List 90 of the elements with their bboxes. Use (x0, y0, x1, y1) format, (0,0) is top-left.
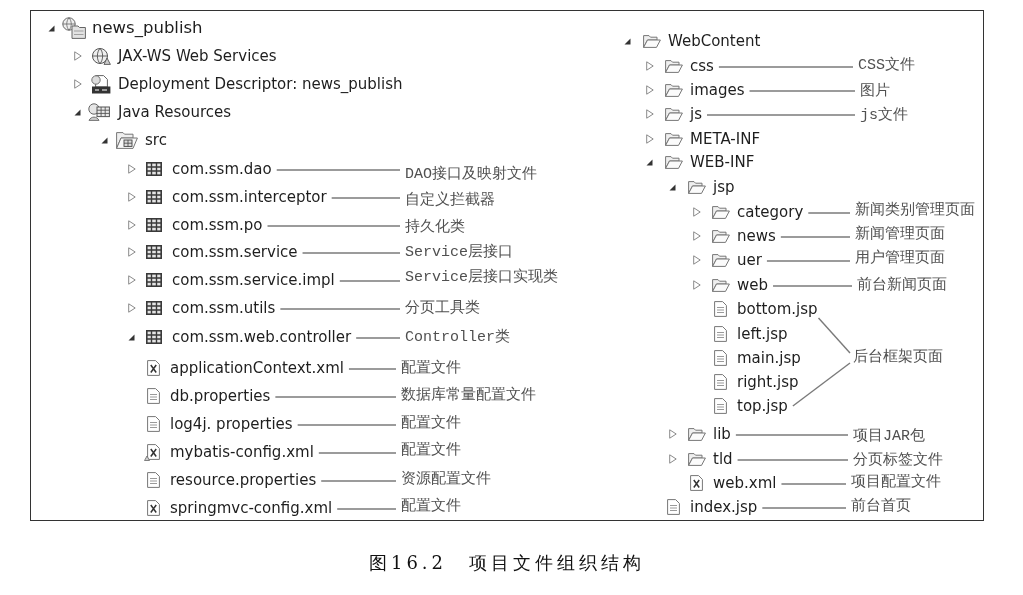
annotation: 数据库常量配置文件 (401, 386, 536, 406)
file-name: springmvc-config.xml (170, 498, 333, 518)
leader-line (274, 396, 397, 398)
annotation: Service层接口实现类 (405, 268, 558, 288)
folder-name: tld (713, 449, 733, 469)
file-name: resource.properties (170, 470, 317, 490)
annotation: DAO接口及映射文件 (405, 165, 537, 185)
file-name: web.xml (713, 473, 777, 493)
annotation: 配置文件 (401, 359, 461, 379)
package-name: com.ssm.interceptor (172, 187, 327, 207)
leader-line (330, 197, 401, 199)
annotation: 前台首页 (851, 497, 911, 517)
annotation: 前台新闻页面 (857, 276, 947, 296)
annotation: 图片 (860, 82, 890, 102)
file-name: log4j. properties (170, 414, 293, 434)
annotation: Service层接口 (405, 243, 513, 263)
annotation: 新闻管理页面 (855, 225, 945, 245)
folder-name: js (690, 104, 702, 124)
annotation: 后台框架页面 (853, 348, 943, 368)
folder-name: WebContent (668, 31, 761, 51)
folder-name: src (145, 130, 167, 150)
leader-line (706, 114, 856, 116)
annotation: Controller类 (405, 328, 510, 348)
leader-line (817, 317, 851, 354)
annotation: 自定义拦截器 (405, 191, 495, 211)
project-name: news_publish (92, 18, 203, 38)
package-name: com.ssm.utils (172, 298, 276, 318)
annotation: 分页标签文件 (853, 451, 943, 471)
annotation: 持久化类 (405, 218, 465, 238)
folder-name: css (690, 56, 714, 76)
leader-line (318, 452, 397, 454)
leader-line (336, 508, 397, 510)
annotation: 用户管理页面 (855, 249, 945, 269)
package-name: com.ssm.service (172, 242, 298, 262)
file-name: bottom.jsp (737, 299, 818, 319)
annotation: js文件 (860, 106, 908, 126)
annotation: 资源配置文件 (401, 470, 491, 490)
leader-line (266, 225, 401, 227)
annotation: 项目JAR包 (853, 427, 925, 447)
folder-name: uer (737, 250, 762, 270)
leader-line (276, 169, 401, 171)
package-name: com.ssm.dao (172, 159, 272, 179)
leader-line (772, 285, 853, 287)
tree-item-label: Deployment Descriptor: news_publish (118, 74, 403, 94)
folder-name: images (690, 80, 745, 100)
package-name: com.ssm.web.controller (172, 327, 352, 347)
file-name: index.jsp (690, 497, 758, 517)
leader-line (780, 483, 847, 485)
annotation: 新闻类别管理页面 (855, 201, 975, 221)
leader-line (355, 337, 401, 339)
annotation: 项目配置文件 (851, 473, 941, 493)
folder-name: web (737, 275, 769, 295)
leader-line (761, 507, 847, 509)
file-name: main.jsp (737, 348, 801, 368)
package-name: com.ssm.service.impl (172, 270, 335, 290)
leader-line (735, 434, 849, 436)
folder-name: lib (713, 424, 731, 444)
figure-caption: 图16.2 项目文件组织结构 (368, 552, 646, 574)
leader-line (718, 66, 854, 68)
annotation: 分页工具类 (405, 299, 480, 319)
leader-line (279, 308, 401, 310)
leader-line (296, 424, 397, 426)
leader-line (792, 362, 851, 407)
tree-item-label: Java Resources (118, 102, 232, 122)
folder-name: category (737, 202, 804, 222)
annotation: CSS文件 (858, 56, 915, 76)
file-name: applicationContext.xml (170, 358, 344, 378)
leader-line (780, 236, 851, 238)
annotation: 配置文件 (401, 497, 461, 517)
folder-name: WEB-INF (690, 152, 755, 172)
file-name: db.properties (170, 386, 271, 406)
file-name: top.jsp (737, 396, 788, 416)
annotation: 配置文件 (401, 414, 461, 434)
folder-name: news (737, 226, 776, 246)
file-name: mybatis-config.xml (170, 442, 314, 462)
leader-line (348, 368, 397, 370)
folder-name: jsp (713, 177, 735, 197)
leader-line (766, 260, 851, 262)
leader-line (807, 212, 851, 214)
folder-name: META-INF (690, 129, 761, 149)
leader-line (320, 480, 397, 482)
leader-line (748, 90, 856, 92)
file-name: left.jsp (737, 324, 788, 344)
leader-line (736, 459, 849, 461)
package-name: com.ssm.po (172, 215, 263, 235)
tree-item-label: JAX-WS Web Services (118, 46, 277, 66)
annotation: 配置文件 (401, 441, 461, 461)
leader-line (301, 252, 401, 254)
file-name: right.jsp (737, 372, 799, 392)
leader-line (339, 280, 401, 282)
